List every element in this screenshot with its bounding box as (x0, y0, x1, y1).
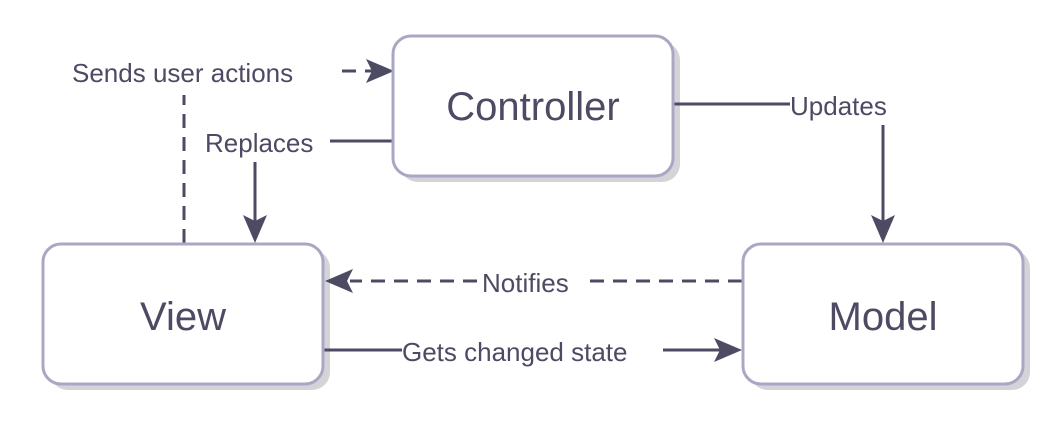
edge-gets-changed-state: Gets changed state (323, 337, 742, 367)
edge-label-updates: Updates (790, 91, 887, 121)
node-model-label: Model (829, 295, 938, 339)
edge-label-notifies: Notifies (482, 268, 569, 298)
edge-label-replaces: Replaces (205, 128, 313, 158)
node-model: Model (741, 242, 1025, 386)
node-controller: Controller (391, 34, 675, 178)
edge-updates-arrowhead (871, 215, 895, 243)
node-controller-label: Controller (446, 85, 619, 129)
edge-label-gets-changed-state: Gets changed state (402, 337, 627, 367)
edge-sends-user-actions-arrowhead (366, 59, 394, 83)
edge-gets-changed-state-arrowhead (714, 338, 742, 362)
edge-replaces-arrowhead (243, 215, 267, 243)
node-controller-box (391, 34, 675, 178)
node-view: View (41, 242, 325, 386)
node-view-label: View (140, 295, 226, 339)
edge-updates: Updates (673, 91, 895, 243)
edge-sends-user-actions: Sends user actions (72, 58, 394, 243)
node-view-box (41, 242, 325, 386)
edge-notifies-arrowhead (325, 269, 353, 293)
edge-replaces: Replaces (205, 128, 393, 243)
edge-label-sends-user-actions: Sends user actions (72, 58, 293, 88)
node-model-box (741, 242, 1025, 386)
edge-notifies: Notifies (325, 268, 742, 298)
